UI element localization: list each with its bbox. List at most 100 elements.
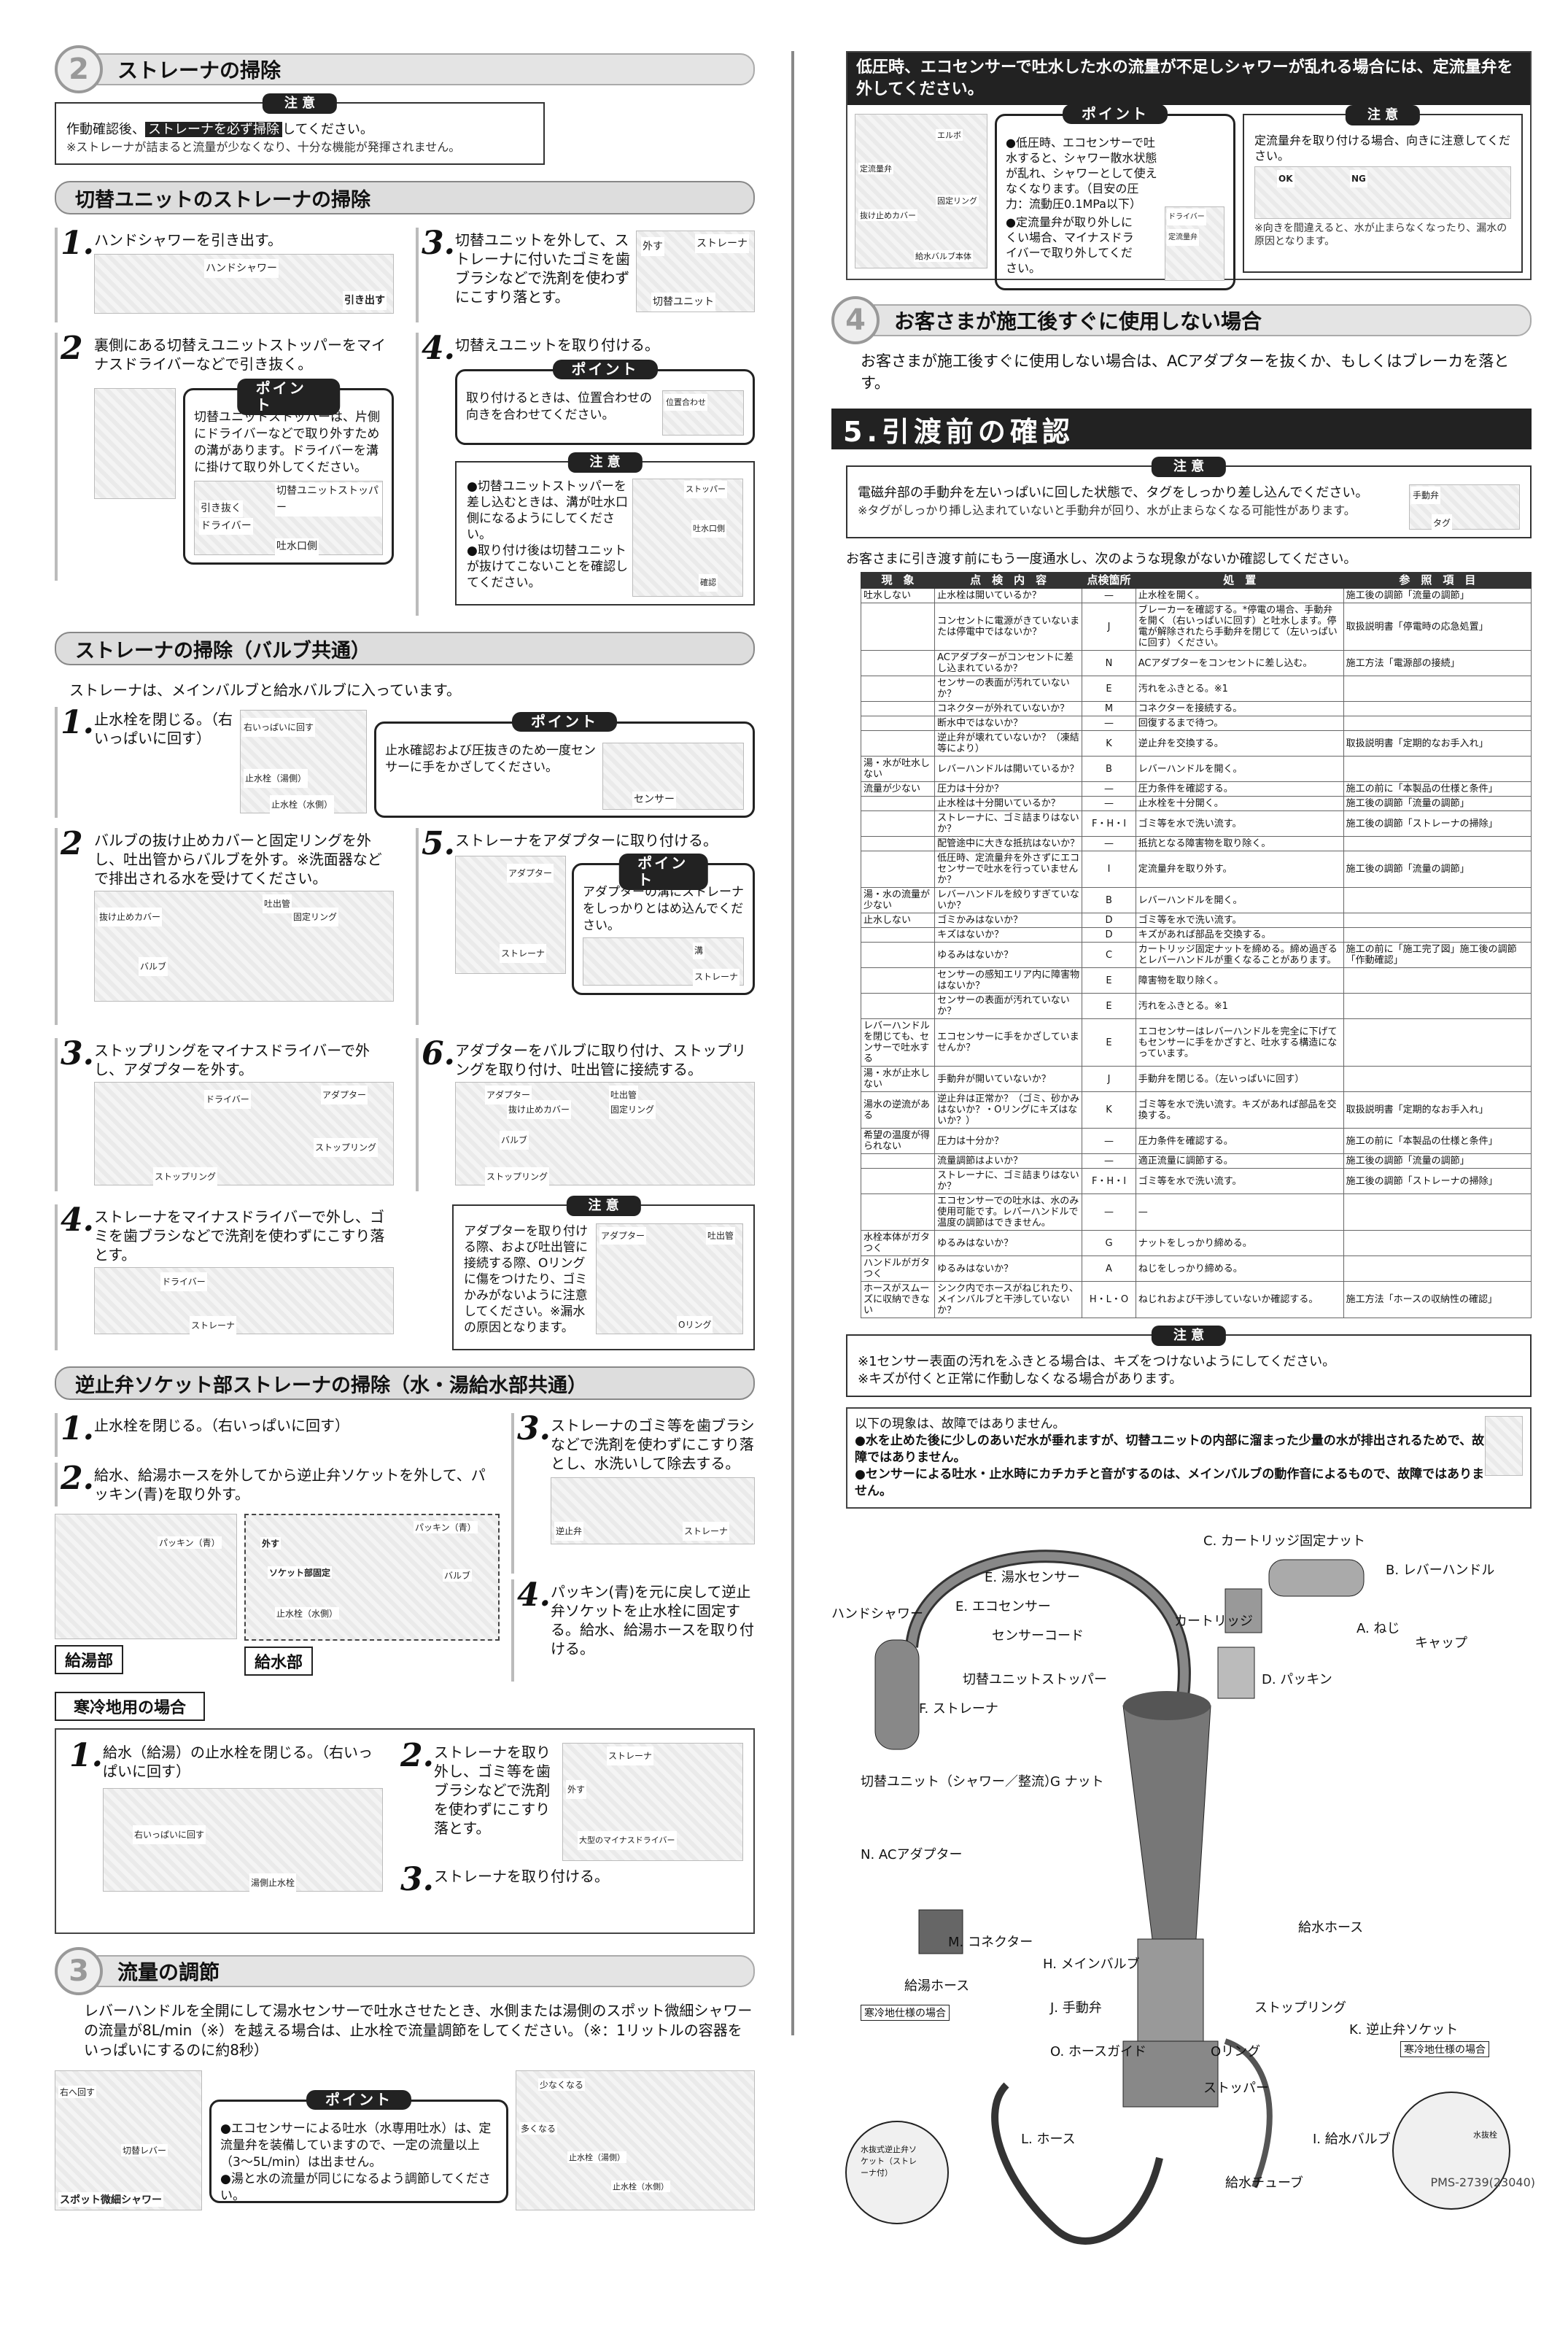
figure-label: ストップリング (485, 1167, 550, 1186)
figure-label: Oリング (677, 1316, 713, 1334)
table-cell: 汚れをふきとる。※1 (1135, 993, 1344, 1019)
valve-step-1-row: 1. 止水栓を閉じる。（右いっぱいに回す） 右いっぱいに回す 止水栓（湯側） 止… (55, 707, 755, 818)
figure-label: 大型のマイナスドライバー (578, 1831, 677, 1850)
figure-label: ストップリング (153, 1167, 218, 1186)
point-tag: ポイント (1063, 104, 1168, 124)
table-cell: M (1082, 701, 1136, 716)
table-cell: 止水栓は開いているか？ (934, 588, 1083, 603)
figure-label: ストップリング (314, 1138, 379, 1157)
main-valve-shape (1122, 2040, 1219, 2108)
caution-tag: 注 意 (566, 1196, 641, 1216)
section-4-header: 4 お客さまが施工後すぐに使用しない場合 (831, 296, 1532, 344)
caution-tag: 注 意 (262, 93, 338, 114)
figure-label: 抜け止めカバー (98, 908, 163, 926)
caution-box: 注 意 ※1センサー表面の汚れをふきとる場合は、キズをつけないようにしてください… (846, 1326, 1532, 1397)
table-cell (1343, 1193, 1532, 1231)
not-fault-box: 以下の現象は、故障ではありません。 ●水を止めた後に少しのあいだ水が垂れますが、… (846, 1407, 1532, 1509)
table-cell: 逆止弁を交換する。 (1135, 730, 1344, 757)
hand-shower-figure: ハンドシャワー 引き出す (94, 254, 394, 314)
hot-side-label: 給湯部 (55, 1645, 124, 1674)
orientation-figure: OK NG (1254, 166, 1511, 219)
caution-box: 注 意 定流量弁を取り付ける場合、向きに注意してください。 OK NG ※向きを… (1243, 105, 1523, 273)
table-cell: 取扱説明書「停電時の応急処置」 (1343, 603, 1532, 651)
step-number: 6. (422, 1035, 455, 1072)
table-row: レバーハンドルを閉じても、センサーで吐水するエコセンサーに手をかざしていませんか… (860, 1018, 1532, 1067)
point-tag: ポイント (236, 379, 341, 415)
spot-shower-figure: 右へ回す 切替レバー スポット微細シャワー (55, 2070, 202, 2210)
table-cell: ホースがスムーズに収納できない (860, 1281, 936, 1318)
table-header-cell: 現 象 (860, 572, 936, 589)
step-number: 4. (517, 1576, 551, 1614)
part-label-f: F. ストレーナ (919, 1701, 998, 1717)
check-valve-steps: 1. 止水栓を閉じる。（右いっぱいに回す） 2. 給水、給湯ホースを外してから逆… (55, 1413, 755, 1682)
table-cell (1343, 676, 1532, 702)
table-cell: 施工の前に「本製品の仕様と条件」 (1343, 1128, 1532, 1154)
table-cell (860, 730, 936, 757)
table-cell: N (1082, 650, 1136, 676)
sensor-hand-figure: センサー (602, 743, 744, 810)
table-cell: 止水栓は十分開いているか？ (934, 796, 1083, 811)
table-cell: 湯・水の流量が少ない (860, 887, 936, 913)
cold-region-box: 1. 給水（給湯）の止水栓を閉じる。（右いっぱいに回す） 右いっぱいに回す 湯側… (55, 1728, 755, 1934)
figure-label: バルブ (139, 957, 168, 976)
reassembly-figure: アダプター 抜け止めカバー 吐出管 固定リング バルブ ストップリング (455, 1082, 755, 1186)
step-2: 2 バルブの抜け止めカバーと固定リングを外し、吐出管からバルブを外す。※洗面器な… (55, 828, 394, 1025)
subsection-title: 逆止弁ソケット部ストレーナの掃除（水・湯給水部共通） (55, 1366, 755, 1400)
step-3: 3. ストップリングをマイナスドライバーで外し、アダプターを外す。 ドライバー … (55, 1038, 394, 1191)
part-label-b: B. レバーハンドル (1386, 1563, 1495, 1578)
table-cell: 水栓本体がガタつく (860, 1230, 936, 1256)
figure-label: ドライバー (160, 1272, 207, 1291)
table-cell: ねじれおよび干渉していないか確認する。 (1135, 1281, 1344, 1318)
step-number: 2. (400, 1737, 434, 1774)
table-cell: J (1082, 1066, 1136, 1092)
cold-region-label-right: 寒冷地仕様の場合 (1400, 2041, 1489, 2057)
table-cell (860, 851, 936, 888)
table-cell: 断水中ではないか？ (934, 716, 1083, 731)
table-cell: 取扱説明書「定期的なお手入れ」 (1343, 730, 1532, 757)
caution-text: アダプターを取り付ける際、および吐出管に接続する際、Oリングに傷をつけたり、ゴミ… (464, 1224, 588, 1335)
table-cell: コンセントに電源がきていないまたは停電中ではないか？ (934, 603, 1083, 651)
point-text: 切替ユニットストッパーは、片側にドライバーなどで取り外すための溝があります。ドラ… (194, 410, 380, 475)
table-cell: 汚れをふきとる。※1 (1135, 676, 1344, 702)
step-1: 1. 止水栓を閉じる。（右いっぱいに回す） (55, 1413, 500, 1457)
cold-side-figure: 外す パッキン（青） ソケット部固定 バルブ 止水栓（水側） (244, 1514, 500, 1641)
strainer-figure: 外す ストレーナ 切替ユニット (636, 231, 755, 312)
step-number: 3. (517, 1410, 551, 1447)
table-cell: 適正流量に調節する。 (1135, 1153, 1344, 1169)
figure-label: ストレーナ (695, 234, 749, 253)
supply-tube-shape (1224, 2038, 1273, 2189)
driver-figure (94, 388, 176, 499)
table-cell: 施工後の調節「流量の調節」 (1343, 1153, 1532, 1169)
figure-label: 右いっぱいに回す (133, 1825, 206, 1844)
figure-label: 外す (566, 1780, 587, 1799)
cold-region-label-left: 寒冷地仕様の場合 (861, 2005, 950, 2021)
figure-label: ストレーナ (607, 1746, 654, 1765)
part-label-hot-hose: 給湯ホース (904, 1978, 970, 1994)
figure-label: NG (1350, 170, 1367, 187)
figure-label: 止水栓（水側） (270, 795, 335, 814)
point-text: 取り付けるときは、位置合わせの向きを合わせてください。 (466, 391, 652, 422)
figure-label: バルブ (500, 1131, 529, 1150)
table-cell: 施工の前に「施工完了図」施工後の調節「作動確認」 (1343, 942, 1532, 968)
table-cell (860, 1168, 936, 1194)
table-cell (860, 927, 936, 943)
table-cell: 配管途中に大きな抵抗はないか？ (934, 836, 1083, 851)
table-cell: 施工の前に「本製品の仕様と条件」 (1343, 781, 1532, 797)
step-text: ハンドシャワーを引き出す。 (94, 231, 282, 249)
table-header-cell: 点 検 内 容 (934, 572, 1083, 589)
table-row: 止水栓は十分開いているか？—止水栓を十分開く。施工後の調節「流量の調節」 (860, 796, 1532, 811)
not-fault-title: 以下の現象は、故障ではありません。 (855, 1417, 1066, 1431)
table-cell: キズがあれば部品を交換する。 (1135, 927, 1344, 943)
driver-removal-figure: ドライバー 定流量弁 (1165, 206, 1224, 281)
point-bullet: ●定流量弁が取り外しにくい場合、マイナスドライバーで取り外してください。 (1006, 215, 1134, 275)
subsection-intro: ストレーナは、メインバルブと給水バルブに入っています。 (69, 681, 461, 699)
caution-bullet: ●取り付け後は切替ユニットが抜けてこないことを確認してください。 (467, 543, 628, 590)
table-cell: 取扱説明書「定期的なお手入れ」 (1343, 1091, 1532, 1129)
